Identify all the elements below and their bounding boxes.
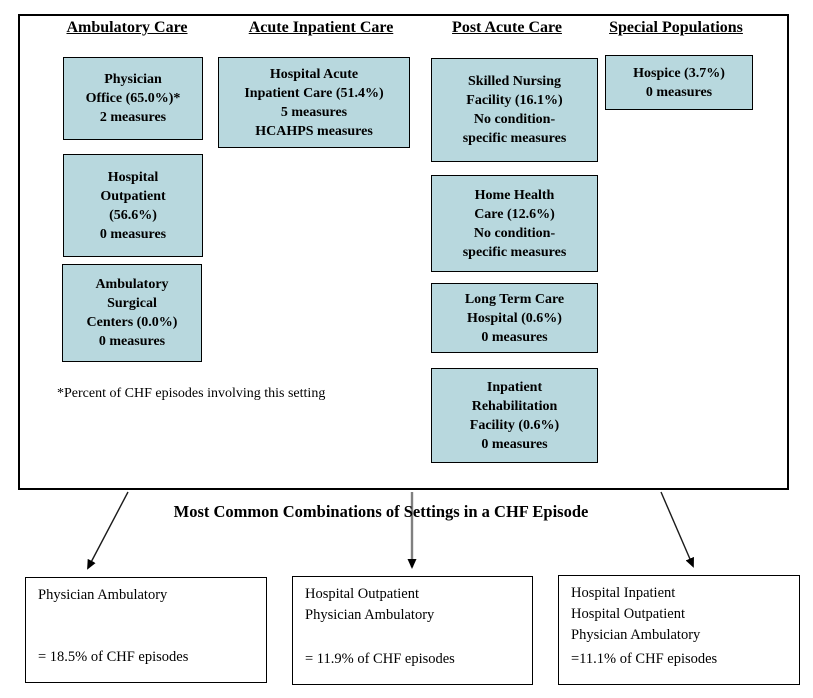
text-line: No condition- <box>473 225 556 241</box>
column-heading-post-acute-care: Post Acute Care <box>452 19 562 36</box>
text-line: 2 measures <box>99 110 167 125</box>
text-line: Care (12.6%) <box>474 206 555 222</box>
text-line: Centers (0.0%) <box>86 315 178 330</box>
combinations-title: Most Common Combinations of Settings in … <box>173 502 589 521</box>
text-line: Hospital Inpatient <box>571 585 676 601</box>
text-line: specific measures <box>462 244 567 260</box>
text-line: 0 measures <box>481 329 548 345</box>
text-line: No condition- <box>473 112 556 127</box>
column-heading-acute-inpatient-care: Acute Inpatient Care <box>248 19 394 36</box>
text-line: Facility (16.1%) <box>466 93 563 108</box>
text-line: Office (65.0%)* <box>85 91 181 106</box>
text-line: HCAHPS measures <box>255 123 373 139</box>
text-line: 0 measures <box>98 334 166 349</box>
text-line: Hospital (0.6%) <box>467 310 562 326</box>
text-line: 0 measures <box>645 84 713 100</box>
column-heading-special-populations: Special Populations <box>609 19 743 36</box>
text-line: Physician Ambulatory <box>571 627 701 643</box>
text-line: Inpatient Care (51.4%) <box>244 85 384 101</box>
text-line: Ambulatory <box>95 277 169 292</box>
text-line: Long Term Care <box>464 291 565 307</box>
text-line: (56.6%) <box>109 207 157 223</box>
text-line: Hospital <box>107 169 159 185</box>
setting-box-hospice: Hospice (3.7%) 0 measures <box>605 55 753 110</box>
combination-box-1: Physician Ambulatory = 18.5% of CHF epis… <box>25 577 267 683</box>
text-line: Hospital Acute <box>269 66 359 82</box>
text-line: 0 measures <box>99 226 167 242</box>
text-line: Home Health <box>474 187 555 203</box>
text-line: Physician <box>104 72 162 87</box>
text-line: Hospital Outpatient <box>571 606 685 622</box>
combination-1-settings: Physician Ambulatory <box>38 585 254 606</box>
text-line: Rehabilitation <box>471 398 558 414</box>
combination-3-share: =11.1% of CHF episodes <box>571 651 718 667</box>
text-line: Physician Ambulatory <box>38 587 168 603</box>
text-line: Surgical <box>107 296 157 311</box>
text-line: 5 measures <box>280 104 348 120</box>
column-heading-ambulatory-care: Ambulatory Care <box>66 19 188 36</box>
footnote: *Percent of CHF episodes involving this … <box>57 386 326 401</box>
text-line: Inpatient <box>486 379 543 395</box>
text-line: Hospital Outpatient <box>305 586 419 602</box>
text-line: 0 measures <box>481 436 548 452</box>
text-line: Outpatient <box>100 188 166 204</box>
text-line: Facility (0.6%) <box>469 417 560 433</box>
combination-2-share: = 11.9% of CHF episodes <box>305 651 455 667</box>
combination-1-share: = 18.5% of CHF episodes <box>38 649 189 665</box>
text-line: Physician Ambulatory <box>305 607 435 623</box>
text-line: Skilled Nursing <box>468 74 561 89</box>
text-line: Hospice (3.7%) <box>633 65 725 81</box>
text-line: specific measures <box>462 131 567 146</box>
